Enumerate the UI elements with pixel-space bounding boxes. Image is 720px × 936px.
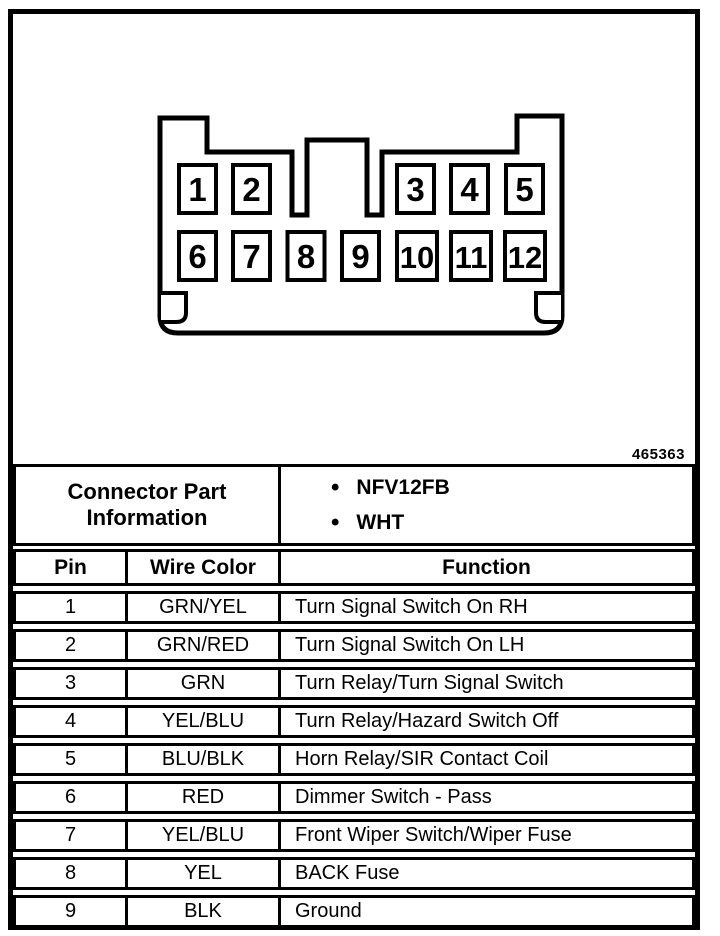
pin-label: 9 bbox=[351, 238, 369, 275]
pin-cell: 7 bbox=[16, 822, 128, 849]
keying-notch-left bbox=[161, 291, 188, 324]
connector-outline bbox=[157, 113, 565, 336]
pin-label: 6 bbox=[188, 238, 206, 275]
pin-cell: 9 bbox=[16, 898, 128, 925]
wire-color-cell: YEL/BLU bbox=[128, 822, 281, 849]
table-row: 3 GRN Turn Relay/Turn Signal Switch bbox=[13, 667, 695, 700]
bullet-icon: • bbox=[331, 508, 340, 536]
function-cell: Ground bbox=[295, 900, 362, 922]
pin-label: 8 bbox=[297, 238, 315, 275]
header-wire-color: Wire Color bbox=[128, 552, 281, 583]
pin-cell: 2 bbox=[16, 632, 128, 659]
pin-label: 4 bbox=[460, 171, 479, 208]
wire-color-cell: GRN/YEL bbox=[128, 594, 281, 621]
bullet-icon: • bbox=[331, 473, 340, 501]
function-cell: Turn Signal Switch On LH bbox=[295, 634, 525, 656]
pin-cell: 1 bbox=[16, 594, 128, 621]
pin-box-12 bbox=[503, 230, 547, 282]
table-row: 8 YEL BACK Fuse bbox=[13, 857, 695, 890]
page-frame: 1 2 3 4 5 6 7 8 9 10 11 12 465363 Connec… bbox=[8, 9, 700, 930]
pin-cell: 6 bbox=[16, 784, 128, 811]
pin-label: 12 bbox=[508, 240, 542, 275]
list-item: • NFV12FB bbox=[331, 473, 692, 501]
connector-color: WHT bbox=[356, 510, 405, 534]
wire-color-cell: GRN/RED bbox=[128, 632, 281, 659]
pin-box-10 bbox=[395, 230, 439, 282]
table-row: 7 YEL/BLU Front Wiper Switch/Wiper Fuse bbox=[13, 819, 695, 852]
wire-color-cell: BLU/BLK bbox=[128, 746, 281, 773]
figure-number: 465363 bbox=[631, 446, 685, 463]
function-cell: Turn Relay/Hazard Switch Off bbox=[295, 710, 559, 732]
table-row: 6 RED Dimmer Switch - Pass bbox=[13, 781, 695, 814]
function-cell: Turn Relay/Turn Signal Switch bbox=[295, 672, 564, 694]
part-number: NFV12FB bbox=[356, 475, 450, 499]
pin-cell: 8 bbox=[16, 860, 128, 887]
function-cell: Dimmer Switch - Pass bbox=[295, 786, 492, 808]
function-cell: Front Wiper Switch/Wiper Fuse bbox=[295, 824, 572, 846]
table-row: 4 YEL/BLU Turn Relay/Hazard Switch Off bbox=[13, 705, 695, 738]
pin-label: 7 bbox=[242, 238, 260, 275]
wire-color-cell: YEL bbox=[128, 860, 281, 887]
wire-color-cell: RED bbox=[128, 784, 281, 811]
connector-diagram-section: 1 2 3 4 5 6 7 8 9 10 11 12 465363 bbox=[13, 14, 695, 464]
pin-label: 5 bbox=[515, 171, 533, 208]
pin-label: 1 bbox=[188, 171, 206, 208]
wire-color-cell: GRN bbox=[128, 670, 281, 697]
keying-notch-right bbox=[534, 291, 561, 324]
table-row: 2 GRN/RED Turn Signal Switch On LH bbox=[13, 629, 695, 662]
wire-color-cell: BLK bbox=[128, 898, 281, 925]
list-item: • WHT bbox=[331, 508, 692, 536]
pin-box-8 bbox=[285, 230, 327, 282]
pin-box-2 bbox=[231, 163, 272, 215]
pin-cell: 4 bbox=[16, 708, 128, 735]
pin-box-6 bbox=[177, 230, 218, 282]
pin-box-1 bbox=[177, 163, 218, 215]
pin-label: 3 bbox=[406, 171, 424, 208]
function-cell: BACK Fuse bbox=[295, 862, 400, 884]
pin-label: 11 bbox=[455, 240, 488, 275]
function-cell: Horn Relay/SIR Contact Coil bbox=[295, 748, 549, 770]
pin-cell: 3 bbox=[16, 670, 128, 697]
table-row: 9 BLK Ground bbox=[13, 895, 695, 925]
connector-part-info-row: Connector Part Information • NFV12FB • W… bbox=[13, 464, 695, 546]
connector-part-info-values: • NFV12FB • WHT bbox=[281, 467, 692, 543]
connector-part-info-cell: Connector Part Information bbox=[16, 467, 281, 543]
pin-label: 10 bbox=[400, 240, 434, 275]
table-row: 5 BLU/BLK Horn Relay/SIR Contact Coil bbox=[13, 743, 695, 776]
pin-box-11 bbox=[449, 230, 493, 282]
header-pin: Pin bbox=[16, 552, 128, 583]
pin-label: 2 bbox=[242, 171, 260, 208]
wire-color-cell: YEL/BLU bbox=[128, 708, 281, 735]
function-cell: Turn Signal Switch On RH bbox=[295, 596, 528, 618]
pin-box-5 bbox=[504, 163, 545, 215]
pin-box-4 bbox=[449, 163, 490, 215]
table-row: 1 GRN/YEL Turn Signal Switch On RH bbox=[13, 591, 695, 624]
pin-box-3 bbox=[395, 163, 436, 215]
connector-part-info-label: Connector Part Information bbox=[67, 479, 227, 530]
pin-box-9 bbox=[340, 230, 381, 282]
header-function: Function bbox=[442, 555, 531, 579]
pin-box-7 bbox=[231, 230, 272, 282]
connector-diagram: 1 2 3 4 5 6 7 8 9 10 11 12 bbox=[157, 113, 565, 336]
table-header-row: Pin Wire Color Function bbox=[13, 549, 695, 586]
pin-cell: 5 bbox=[16, 746, 128, 773]
